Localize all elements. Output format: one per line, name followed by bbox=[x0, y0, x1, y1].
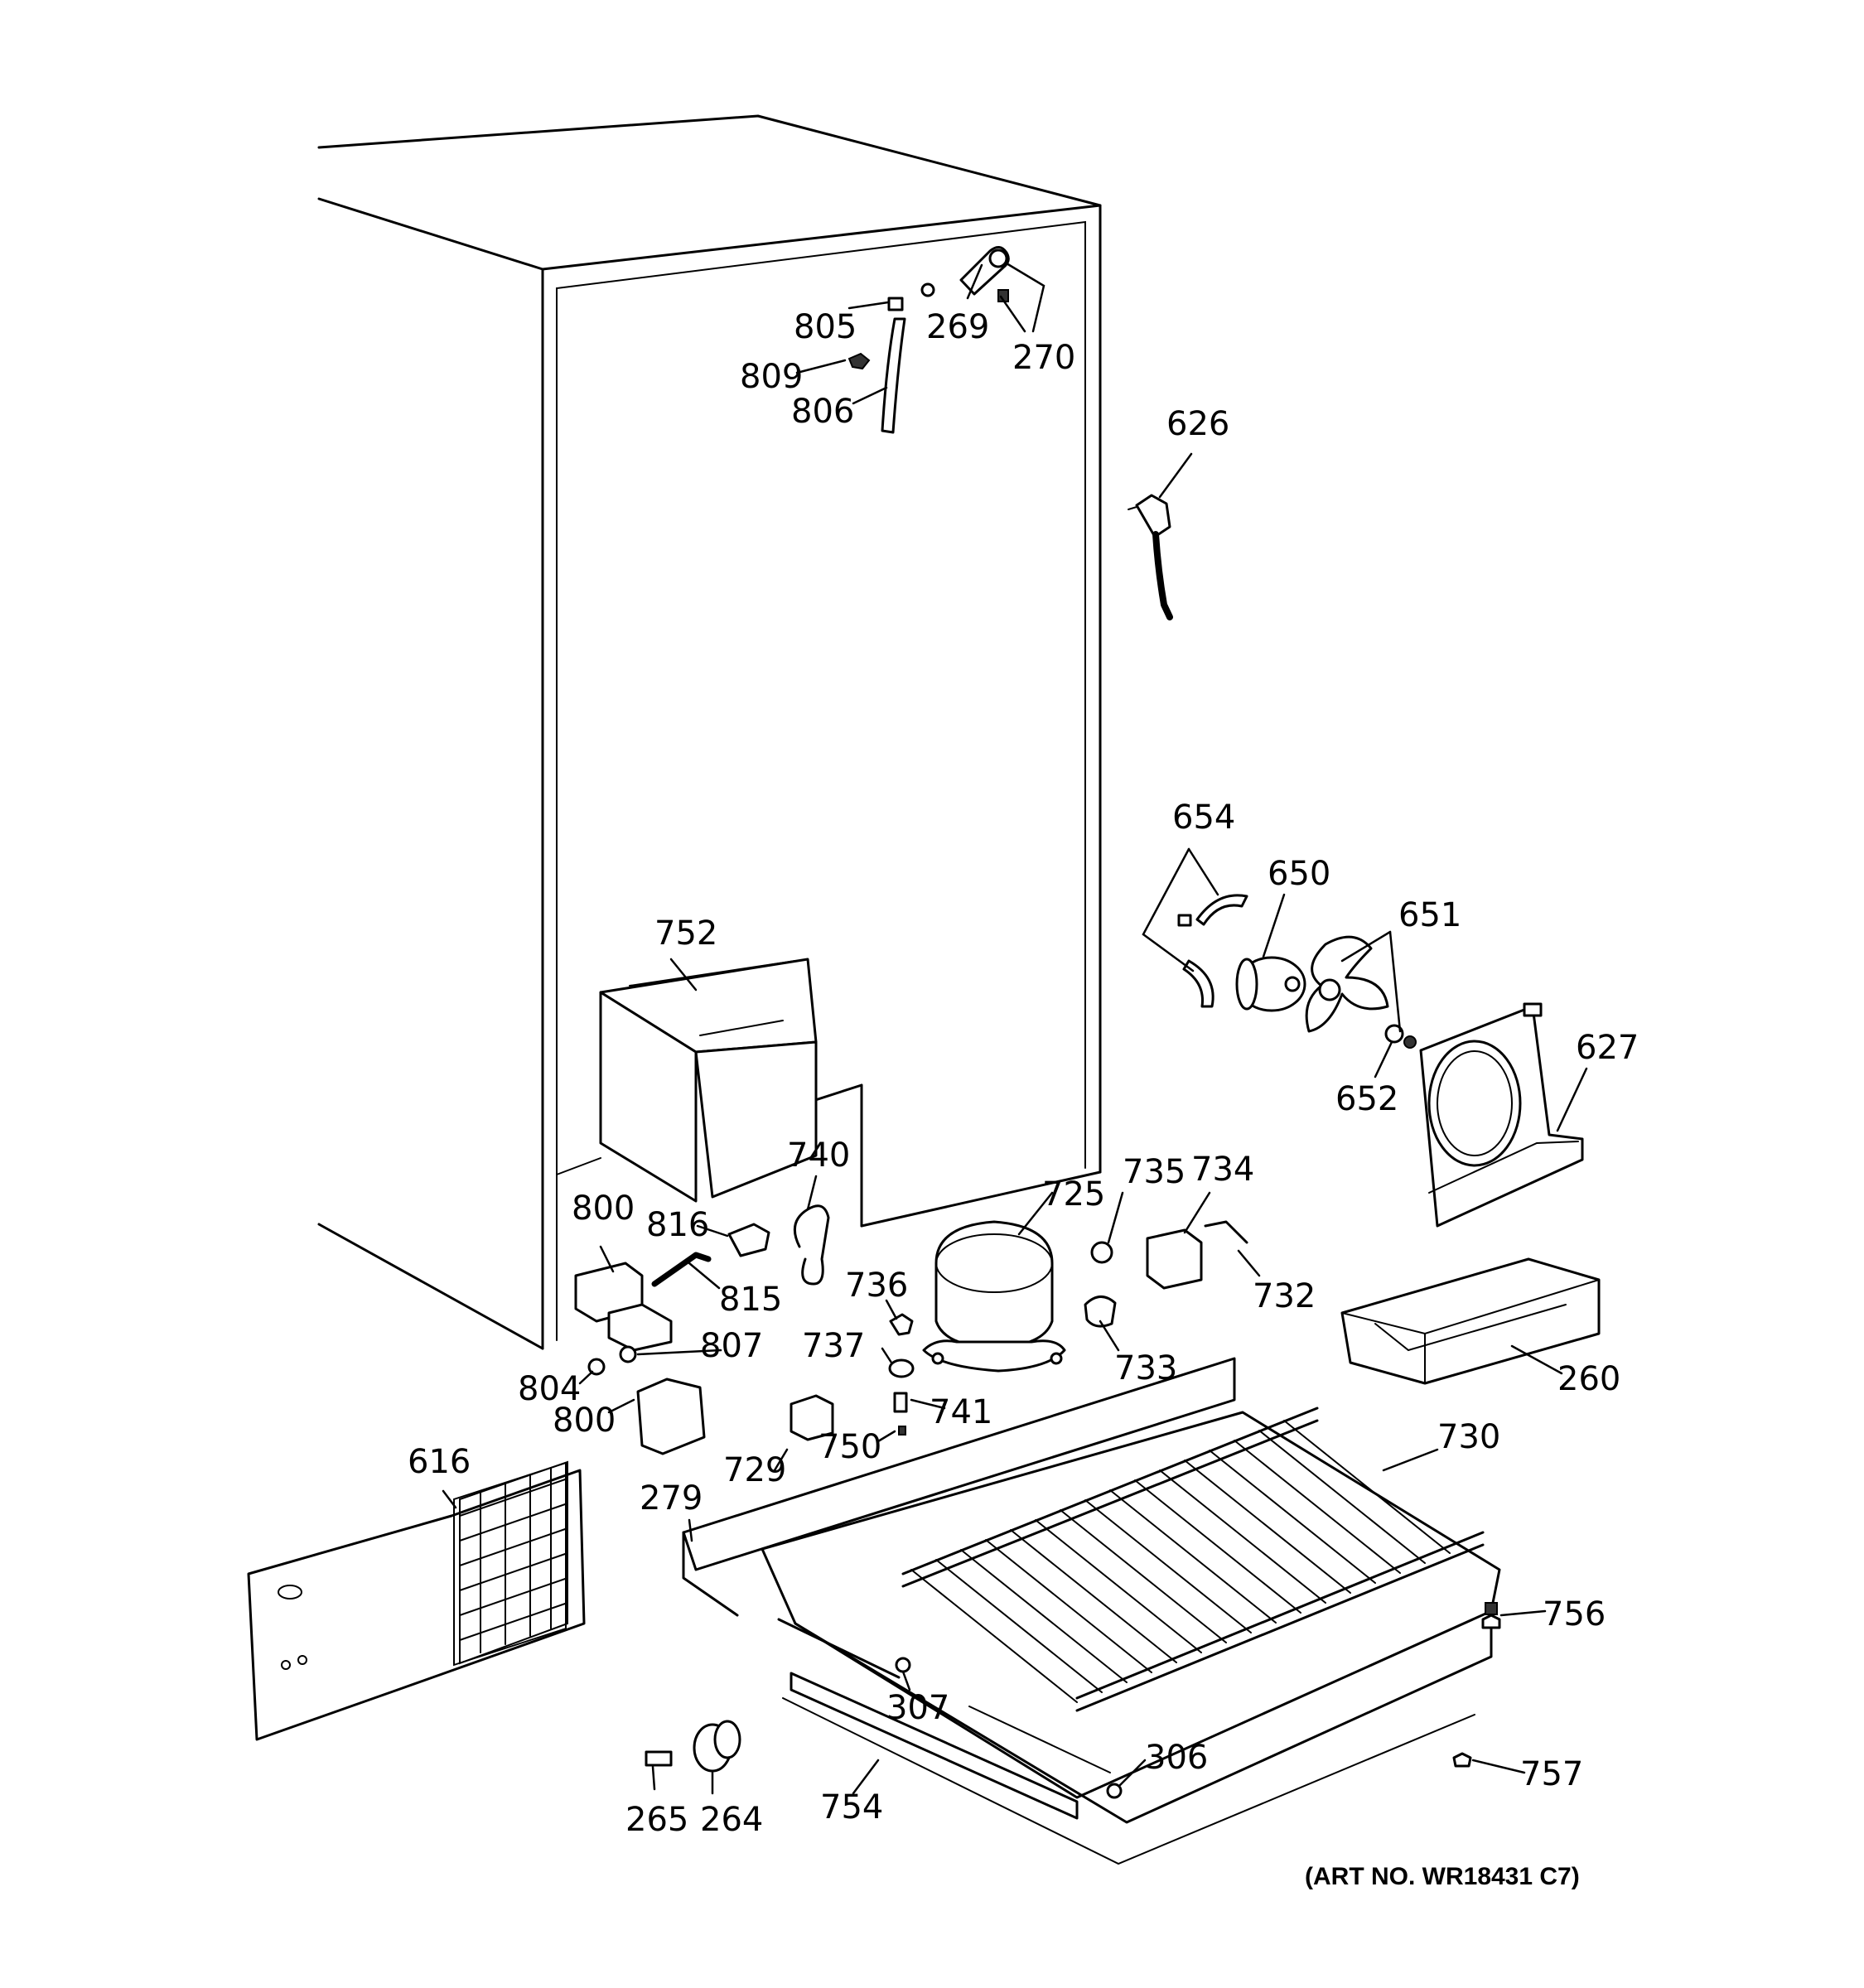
small-hardware bbox=[645, 1602, 1501, 1773]
callout-651: 651 bbox=[1398, 896, 1461, 934]
callout-627: 627 bbox=[1576, 1029, 1639, 1067]
leader-lines bbox=[442, 262, 1588, 1795]
callout-264: 264 bbox=[700, 1801, 763, 1839]
callout-654: 654 bbox=[1172, 799, 1235, 837]
callout-734: 734 bbox=[1191, 1151, 1254, 1189]
callout-752: 752 bbox=[654, 914, 717, 953]
callout-740: 740 bbox=[787, 1136, 850, 1175]
callout-800-valve: 800 bbox=[572, 1189, 635, 1228]
callout-750: 750 bbox=[819, 1428, 881, 1466]
callout-626: 626 bbox=[1166, 405, 1229, 443]
drain-pan-260 bbox=[1340, 1257, 1601, 1385]
callout-736: 736 bbox=[845, 1267, 908, 1305]
callout-756: 756 bbox=[1543, 1595, 1606, 1633]
fan-motor-assembly bbox=[1177, 894, 1417, 1049]
callout-741: 741 bbox=[930, 1393, 992, 1431]
callout-labels: 805 269 270 809 806 626 654 650 651 752 … bbox=[408, 308, 1639, 1839]
callout-754: 754 bbox=[820, 1788, 883, 1826]
callout-816: 816 bbox=[646, 1206, 709, 1244]
callout-757: 757 bbox=[1520, 1755, 1583, 1793]
callout-269: 269 bbox=[926, 308, 989, 346]
callout-616: 616 bbox=[408, 1443, 471, 1481]
callout-809: 809 bbox=[740, 358, 803, 396]
callout-270: 270 bbox=[1012, 339, 1075, 377]
callout-725: 725 bbox=[1042, 1175, 1105, 1214]
callout-265: 265 bbox=[625, 1801, 688, 1839]
callout-307: 307 bbox=[886, 1689, 949, 1727]
callout-805: 805 bbox=[794, 308, 857, 346]
callout-652: 652 bbox=[1335, 1080, 1398, 1118]
callout-730: 730 bbox=[1437, 1418, 1500, 1456]
water-line-parts bbox=[847, 246, 1010, 434]
callout-650: 650 bbox=[1268, 855, 1330, 893]
callout-735: 735 bbox=[1123, 1153, 1186, 1191]
callout-806: 806 bbox=[791, 393, 854, 431]
callout-732: 732 bbox=[1253, 1277, 1316, 1315]
refrigerator-cabinet bbox=[317, 114, 1102, 1350]
callout-804: 804 bbox=[518, 1370, 581, 1408]
callout-279: 279 bbox=[640, 1479, 703, 1518]
grille-616 bbox=[247, 1460, 586, 1741]
compressor-area bbox=[790, 1220, 1248, 1441]
callout-807: 807 bbox=[700, 1327, 763, 1365]
base-rail-754 bbox=[777, 1618, 1123, 1820]
duct-cover-752 bbox=[599, 958, 818, 1203]
callout-260: 260 bbox=[1557, 1360, 1620, 1398]
callout-800-bracket: 800 bbox=[553, 1402, 616, 1440]
callout-729: 729 bbox=[723, 1451, 786, 1489]
callout-306: 306 bbox=[1145, 1739, 1208, 1777]
callout-733: 733 bbox=[1114, 1349, 1177, 1387]
callout-815: 815 bbox=[719, 1281, 782, 1319]
grille-mesh bbox=[459, 1467, 568, 1653]
art-number: (ART NO. WR18431 C7) bbox=[1305, 1863, 1580, 1890]
callout-737: 737 bbox=[802, 1327, 865, 1365]
water-valve-assembly bbox=[574, 1204, 830, 1455]
fan-shroud-627 bbox=[1419, 1002, 1584, 1228]
condenser-coil-730 bbox=[901, 1407, 1485, 1712]
power-cord-626 bbox=[1128, 494, 1173, 620]
